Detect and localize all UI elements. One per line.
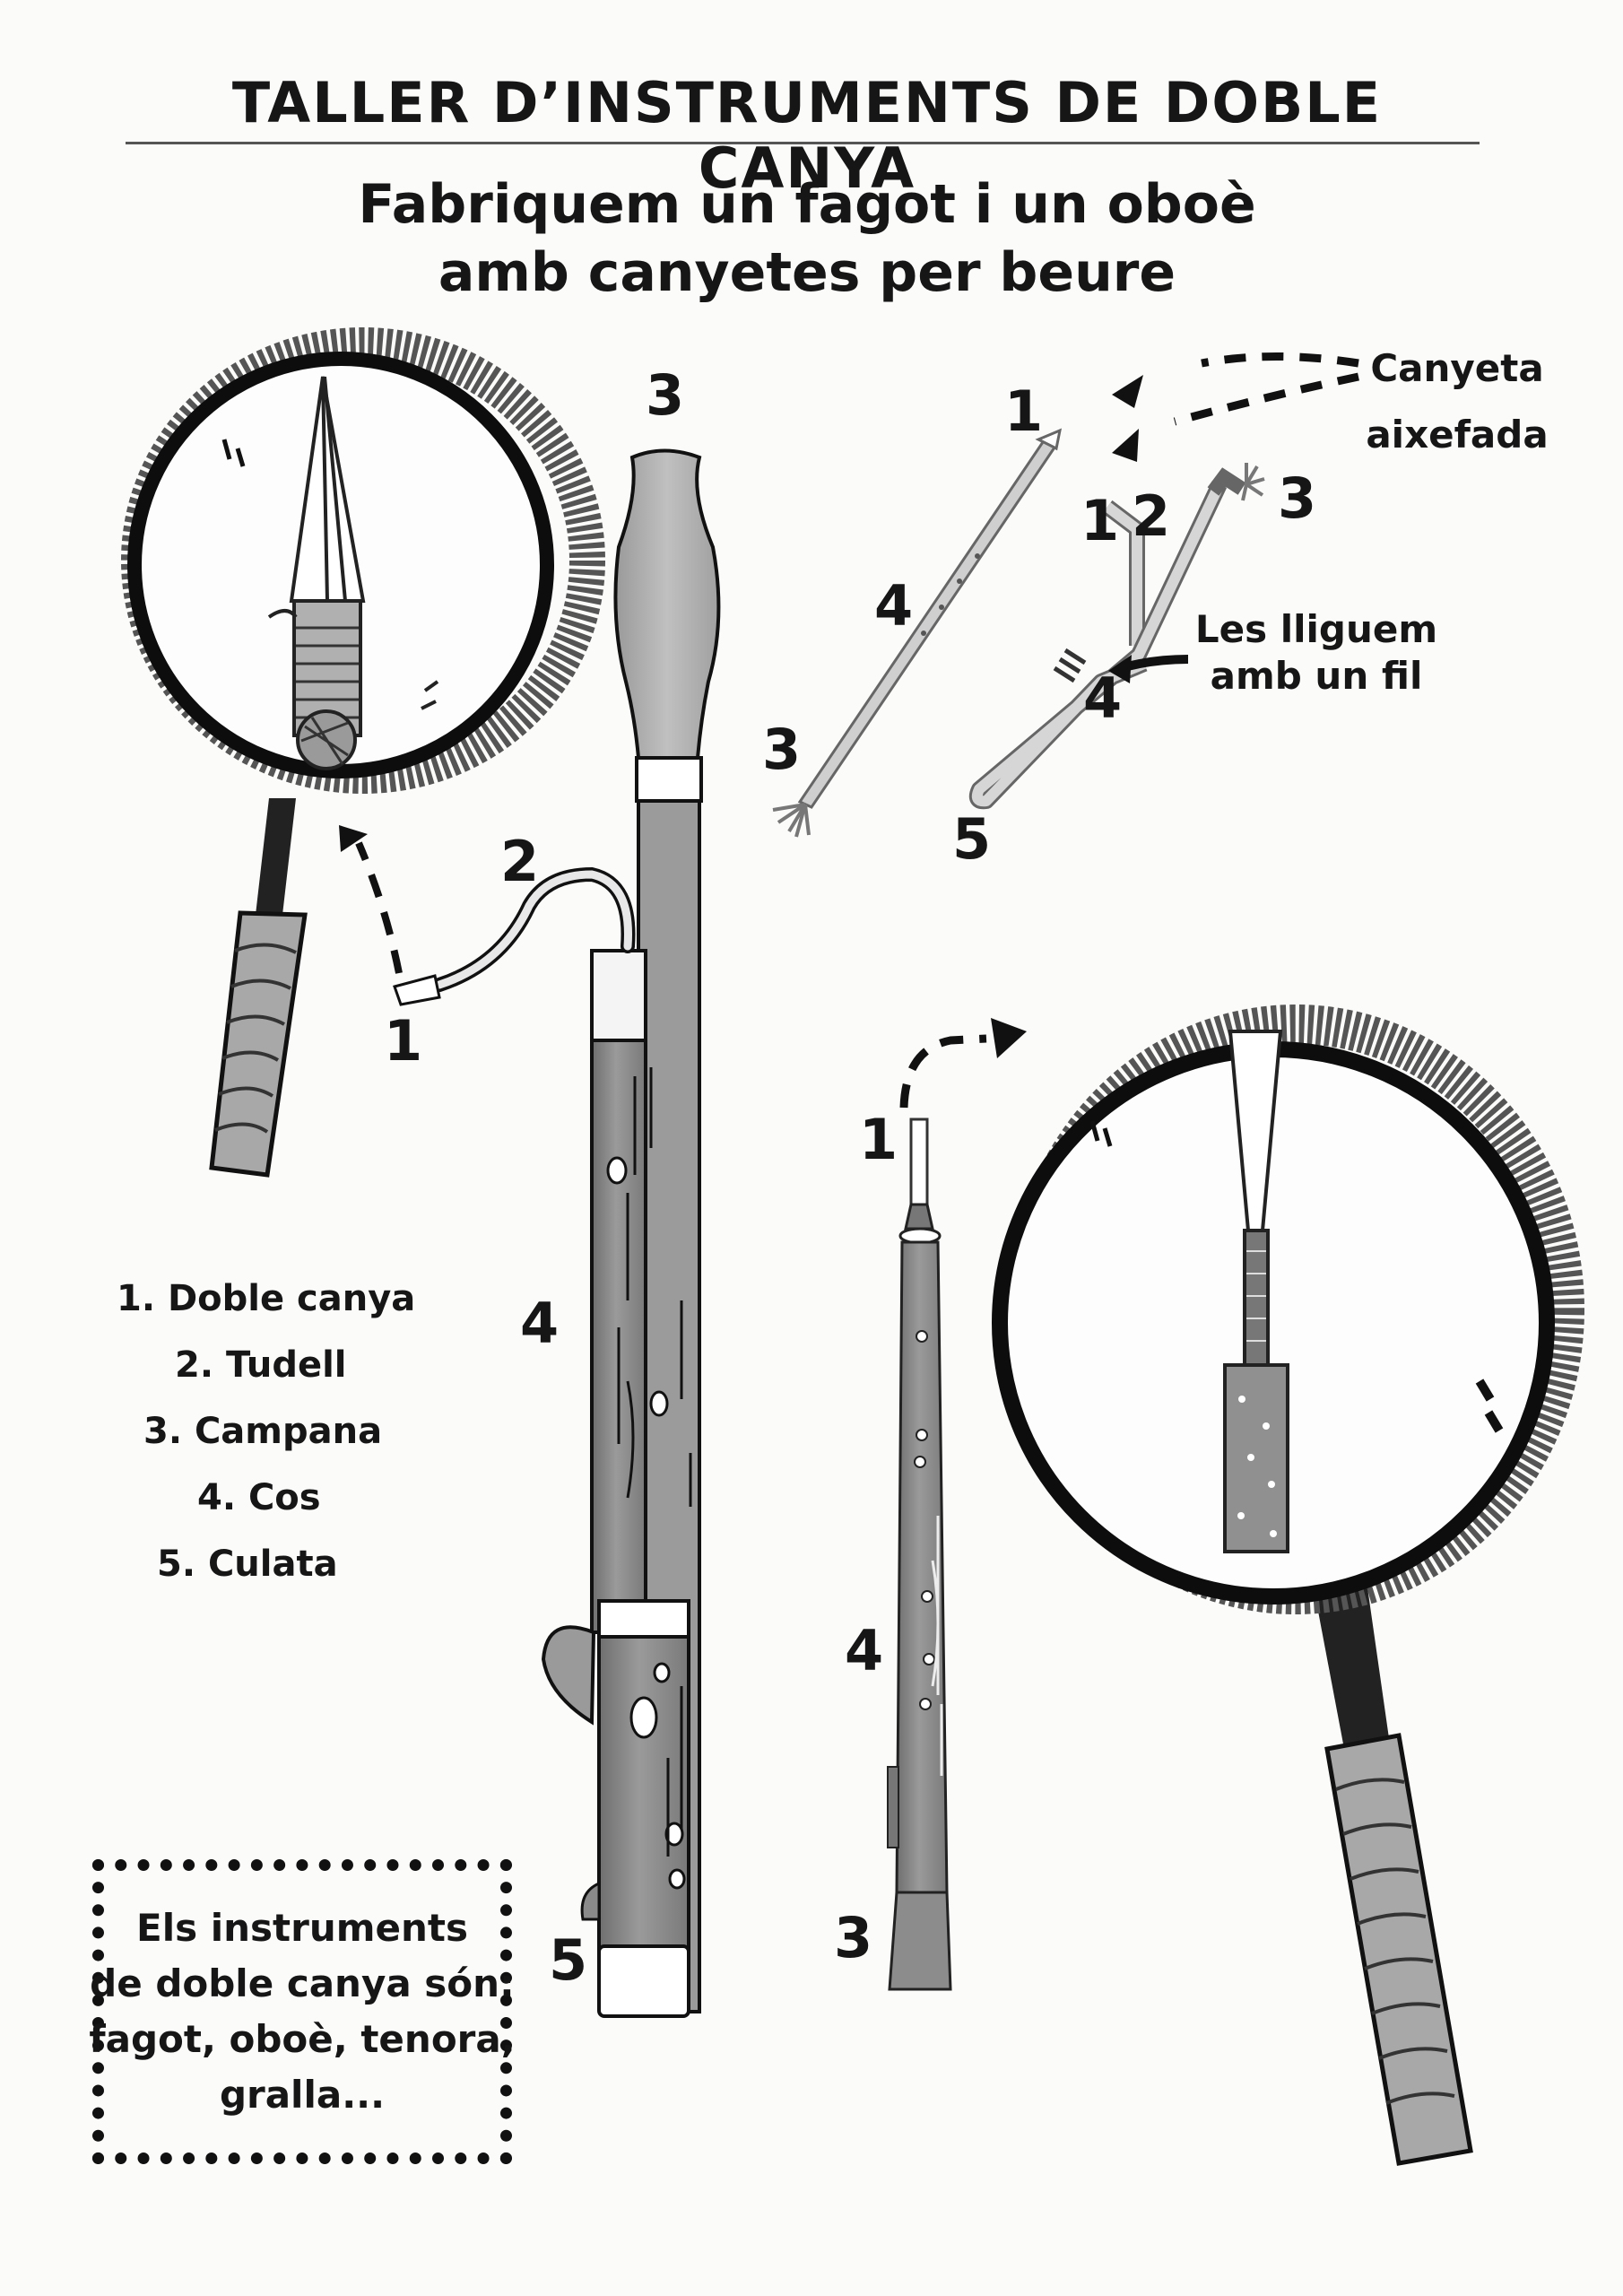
bassoon-label-bocal: 2 xyxy=(500,829,540,894)
magnifier-2-handle-stem xyxy=(1314,1587,1390,1753)
tie-note-line-1: Les lliguem xyxy=(1194,607,1438,651)
legend-item-bell: 3. Campana xyxy=(143,1411,383,1452)
info-line-4: gralla... xyxy=(219,2073,386,2117)
magnifier-2-shine-2 xyxy=(1475,1378,1504,1433)
page-title: TALLER D’INSTRUMENTS DE DOBLE CANYA xyxy=(231,70,1383,201)
legend-item-reed: 1. Doble canya xyxy=(117,1278,416,1319)
bassoon-label-bell: 3 xyxy=(646,362,685,428)
straw-note-line-1: Canyeta xyxy=(1370,346,1544,390)
bassoon-bocal-tip xyxy=(393,974,441,1006)
magnified-double-reed xyxy=(267,376,366,770)
oboe-label-body: 4 xyxy=(845,1618,884,1683)
legend-item-boot: 5. Culata xyxy=(157,1544,338,1585)
bassoon-key-rods xyxy=(617,1067,692,1857)
magnifier-bassoon-reed xyxy=(121,327,605,1178)
straw-1-label-reed: 1 xyxy=(1004,378,1044,444)
bassoon-wing-joint xyxy=(590,949,647,1634)
tie-note-line-2: amb un fil xyxy=(1210,654,1423,698)
straw-arrow-head-1 xyxy=(1112,375,1143,408)
straw-model-2 xyxy=(968,463,1265,810)
subtitle-line-1: Fabriquem un fagot i un oboè xyxy=(358,173,1256,236)
magnifier-2-shine xyxy=(1089,1120,1113,1147)
arrow-to-magnifier-1 xyxy=(339,825,403,974)
straw-2-main-inner xyxy=(971,482,1225,807)
straw-2-short-arm-inner xyxy=(1104,502,1142,646)
legend-item-body: 4. Cos xyxy=(197,1477,321,1518)
bassoon xyxy=(393,448,721,2018)
tie-arrow-head xyxy=(1108,655,1132,683)
bassoon-bocal-inner xyxy=(435,870,632,989)
straw-2-label-boot: 5 xyxy=(952,806,992,872)
bassoon-thumb-key xyxy=(541,1625,596,1726)
magnifier-2-grip-lines xyxy=(1335,1778,1455,2105)
legend-row: 1. Doble canya xyxy=(99,1278,439,1344)
oboe-reed-staple xyxy=(904,1203,934,1231)
page-subtitle: Fabriquem un fagot i un oboè amb canyete… xyxy=(269,170,1345,307)
straw-2-label-bocal: 2 xyxy=(1132,483,1171,549)
oboe-side-key xyxy=(887,1766,899,1848)
oboe xyxy=(887,1118,952,1991)
tie-note: Les lliguem amb un fil xyxy=(1182,606,1451,700)
info-line-1: Els instruments xyxy=(136,1906,468,1950)
magnifier-1-shine-2 xyxy=(421,680,439,710)
straw-2-label-bell: 3 xyxy=(1278,465,1317,531)
oboe-key-rods xyxy=(931,1516,943,1776)
bassoon-wing-cap xyxy=(590,949,647,1042)
bassoon-label-reed: 1 xyxy=(384,1008,423,1074)
straw-note: Canyeta aixefada xyxy=(1358,345,1556,458)
info-box: Els instruments de doble canya són: fago… xyxy=(89,1859,516,2164)
oboe-keys xyxy=(914,1330,935,1710)
straw-2-label-body: 4 xyxy=(1083,665,1123,731)
title-underline xyxy=(126,142,1480,144)
straw-2-top-bend xyxy=(1207,467,1246,496)
bassoon-low-key xyxy=(580,1881,601,1921)
straw-model-1 xyxy=(772,428,1063,838)
bassoon-label-body: 4 xyxy=(520,1291,560,1356)
oboe-label-reed: 1 xyxy=(859,1107,898,1172)
legend-row: 4. Cos xyxy=(99,1477,439,1544)
bassoon-bell xyxy=(613,448,721,760)
straw-1-label-bell: 3 xyxy=(762,717,802,782)
straw-2-tie xyxy=(1053,648,1087,683)
legend-item-bocal: 2. Tudell xyxy=(175,1344,347,1386)
bassoon-label-boot: 5 xyxy=(549,1927,588,1993)
magnifier-1-handle-grip xyxy=(209,910,308,1178)
info-line-2: de doble canya són: xyxy=(90,1961,515,2005)
subtitle-line-2: amb canyetes per beure xyxy=(438,241,1176,304)
straw-1-bell-fringe xyxy=(772,803,811,838)
straw-arrows xyxy=(1108,352,1359,683)
bassoon-boot-ring xyxy=(597,1599,690,1639)
straw-2-label-reed: 1 xyxy=(1081,488,1120,553)
bassoon-boot-joint xyxy=(597,1631,690,1975)
straw-1-tip xyxy=(1035,428,1063,451)
legend-row: 5. Culata xyxy=(99,1544,439,1610)
oboe-label-bell: 3 xyxy=(834,1905,873,1970)
bassoon-bell-ring xyxy=(635,756,703,803)
straw-2-bell-fringe xyxy=(1241,463,1265,501)
magnifier-1-grip-lines xyxy=(214,943,297,1134)
parts-legend: 1. Doble canya 2. Tudell 3. Campana 4. C… xyxy=(99,1278,439,1610)
oboe-bell xyxy=(888,1891,952,1991)
bassoon-boot-cap xyxy=(597,1944,690,2018)
legend-row: 2. Tudell xyxy=(99,1344,439,1411)
magnifier-1-handle-stem xyxy=(256,798,296,915)
arrow-to-magnifier-2 xyxy=(899,1018,1027,1109)
straw-1-label-body: 4 xyxy=(874,573,914,639)
info-line-3: fagot, oboè, tenora, xyxy=(89,2017,516,2061)
bassoon-keys xyxy=(606,1156,686,1890)
magnifier-2-handle-grip xyxy=(1324,1733,1473,2166)
oboe-reed xyxy=(909,1118,929,1206)
magnifier-1-shine xyxy=(221,439,246,467)
magnifier-oboe-reed xyxy=(992,1004,1584,2166)
straw-arrow-head-2 xyxy=(1112,429,1139,462)
magnified-oboe-reed xyxy=(1223,1030,1289,1553)
straw-note-line-2: aixefada xyxy=(1366,413,1549,457)
straw-1-holes xyxy=(921,553,980,636)
legend-row: 3. Campana xyxy=(99,1411,439,1477)
